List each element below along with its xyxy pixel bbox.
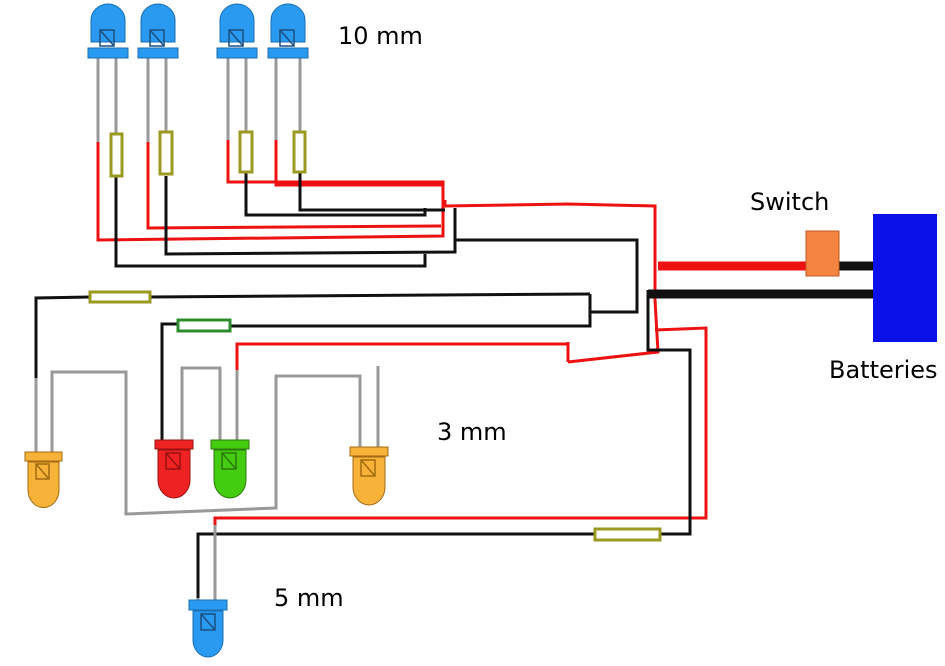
- label-switch: Switch: [750, 188, 830, 216]
- amber-led-icon: [24, 451, 63, 509]
- battery-pack-icon: [873, 214, 937, 342]
- blue-led-icon: [216, 3, 258, 59]
- resistor: [238, 130, 254, 174]
- resistor: [593, 527, 662, 542]
- label-5mm: 5 mm: [274, 584, 344, 612]
- resistor: [88, 290, 152, 304]
- led-10mm-group: [87, 3, 309, 59]
- resistor: [292, 130, 307, 174]
- red-led-icon: [154, 439, 194, 499]
- switch-icon: [805, 230, 840, 277]
- green-led-icon: [210, 439, 250, 499]
- black-wires: [34, 172, 692, 598]
- blue-led-icon: [188, 599, 228, 658]
- led-3mm-group: [24, 439, 389, 509]
- resistors-top: [88, 130, 662, 542]
- resistor: [109, 132, 124, 178]
- label-batteries: Batteries: [829, 356, 938, 384]
- blue-led-icon: [267, 3, 309, 59]
- resistor-green: [176, 318, 232, 333]
- resistor: [158, 130, 174, 176]
- red-wires-top: [96, 140, 708, 525]
- amber-led-icon: [349, 446, 389, 506]
- label-10mm: 10 mm: [338, 22, 423, 50]
- blue-led-icon: [87, 3, 129, 59]
- blue-led-icon: [137, 3, 179, 59]
- gray-wires: [34, 58, 380, 600]
- label-3mm: 3 mm: [437, 418, 507, 446]
